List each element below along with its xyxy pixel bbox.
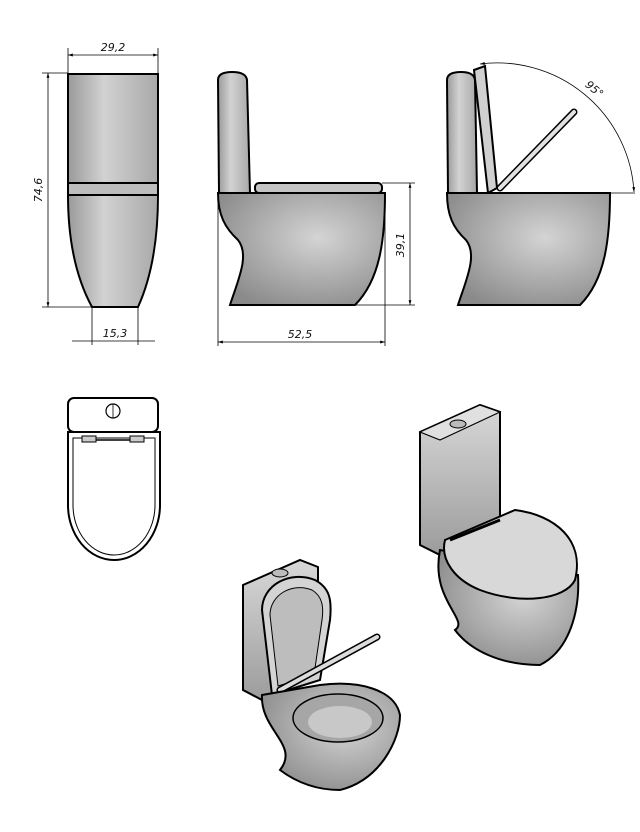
iso-closed-flush-button [449, 419, 467, 429]
side-view-closed: 52,5 39,1 [216, 70, 415, 346]
isometric-open-view [242, 558, 402, 792]
side-tank [216, 70, 252, 194]
front-tank [67, 73, 159, 184]
dim-label-seat-height: 39,1 [394, 233, 407, 258]
open-seat [498, 110, 576, 190]
open-tank [445, 70, 479, 194]
isometric-closed-view [418, 403, 580, 667]
side-bowl [216, 192, 387, 306]
dim-label-base-width: 15,3 [103, 327, 128, 340]
front-bowl [66, 194, 160, 308]
dimension-total-depth: 52,5 [217, 193, 386, 346]
open-bowl [445, 192, 612, 306]
side-seat-lid [254, 182, 383, 194]
dim-label-lid-angle: 95° [583, 78, 606, 100]
hinge-right [129, 435, 145, 443]
side-view-open: 95° [445, 61, 636, 306]
dimension-total-height: 74,6 [32, 72, 92, 308]
iso-closed-lid [443, 508, 578, 600]
top-view [67, 397, 161, 561]
iso-open-seat [278, 635, 379, 692]
dim-label-total-height: 74,6 [32, 178, 45, 203]
top-bowl-outline [67, 431, 161, 561]
dim-label-tank-width: 29,2 [101, 41, 126, 54]
front-seat-band [67, 182, 159, 196]
front-view: 29,2 74,6 15,3 [32, 41, 160, 345]
dimension-base-width: 15,3 [72, 307, 155, 345]
iso-open-flush-button [271, 568, 289, 578]
hinge-left [81, 435, 97, 443]
dimension-seat-height: 39,1 [355, 182, 415, 306]
dimension-tank-width: 29,2 [67, 41, 159, 74]
dim-label-total-depth: 52,5 [288, 328, 313, 341]
